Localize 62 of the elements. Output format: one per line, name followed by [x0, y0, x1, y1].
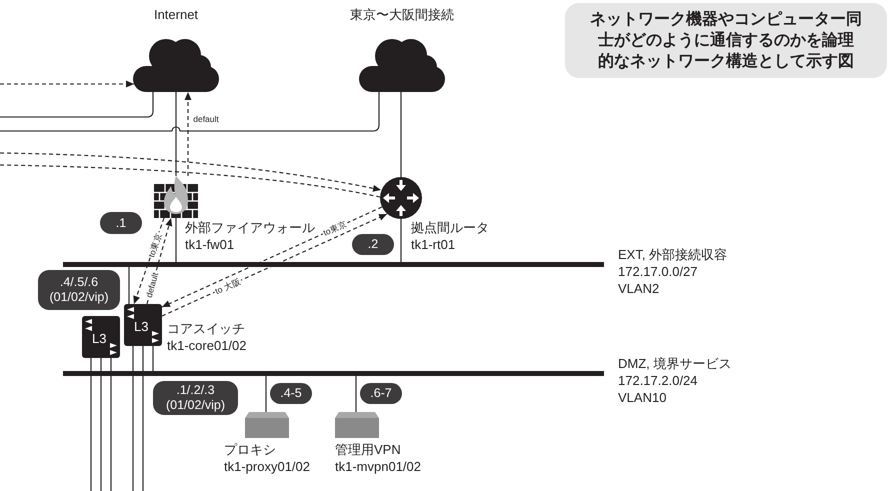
edge-label: default [192, 114, 220, 124]
segment-name: DMZ, 境界サービス [618, 355, 732, 372]
subnet-address: 172.17.2.0/24 [618, 372, 698, 389]
connection-line [132, 346, 134, 491]
connection-line [400, 219, 402, 262]
connection-line [142, 346, 144, 491]
route-arrow [184, 92, 192, 176]
device-name: コアスイッチ [167, 320, 245, 337]
ip-address-badge: .1/.2/.3 (01/02/vip) [153, 381, 238, 415]
network-segment-bar [63, 262, 604, 267]
l3-switch [124, 304, 162, 346]
device-name: 外部ファイアウォール [185, 219, 315, 236]
router-icon [380, 177, 422, 219]
connection-line [90, 358, 92, 491]
connection-line [175, 92, 177, 176]
switch-label: L3 [92, 332, 106, 346]
edge-label: default [144, 270, 161, 300]
firewall-icon [154, 176, 198, 218]
connection-line [400, 92, 402, 177]
hostname: tk1-proxy01/02 [224, 458, 310, 475]
ip-address-badge: .4/.5/.6 (01/02/vip) [38, 270, 120, 310]
cloud-shape [359, 36, 445, 92]
ip-address-badge: .1 [100, 212, 142, 234]
segment-name: EXT, 外部接続収容 [618, 246, 728, 263]
connection-line [110, 358, 112, 491]
connection-line [0, 92, 154, 118]
device-name: 拠点間ルータ [411, 219, 489, 236]
vlan-id: VLAN10 [618, 389, 666, 406]
cloud-label: Internet [152, 6, 200, 23]
device-name: 管理用VPN [335, 441, 401, 458]
network-segment-bar [63, 371, 604, 376]
ip-address-badge: .4-5 [270, 383, 312, 404]
cloud-label: 東京〜大阪間接続 [349, 6, 455, 23]
hostname: tk1-rt01 [411, 236, 456, 253]
connection-line [265, 376, 267, 412]
route-arrow [162, 206, 382, 308]
dashed-line [0, 164, 380, 198]
server-block [335, 412, 379, 438]
connection-line [152, 346, 154, 371]
connection-line [0, 92, 380, 132]
route-arrow [0, 152, 382, 192]
subnet-address: 172.17.0.0/27 [618, 263, 698, 280]
connection-line [175, 218, 177, 262]
switch-label: L3 [134, 320, 148, 334]
route-arrow [0, 80, 134, 88]
device-name: プロキシ [224, 441, 276, 458]
hostname: tk1-core01/02 [167, 337, 246, 354]
ip-address-badge: .2 [352, 234, 394, 255]
cloud-shape [133, 36, 219, 92]
connection-line [100, 358, 102, 491]
server-block [245, 412, 289, 438]
connection-line [128, 267, 130, 304]
diagram-title: ネットワーク機器やコンピューター同士がどのように通信するのかを論理的なネットワーク構造として示す図 [565, 3, 887, 78]
vlan-id: VLAN2 [618, 280, 660, 297]
connection-line [355, 376, 357, 412]
hostname: tk1-fw01 [185, 236, 234, 253]
edge-label: to 大阪 [212, 275, 244, 297]
hostname: tk1-mvpn01/02 [335, 458, 421, 475]
l3-switch [82, 316, 120, 358]
edge-label: to東京 [320, 218, 350, 238]
ip-address-badge: .6-7 [360, 383, 402, 404]
route-arrow [162, 214, 388, 316]
